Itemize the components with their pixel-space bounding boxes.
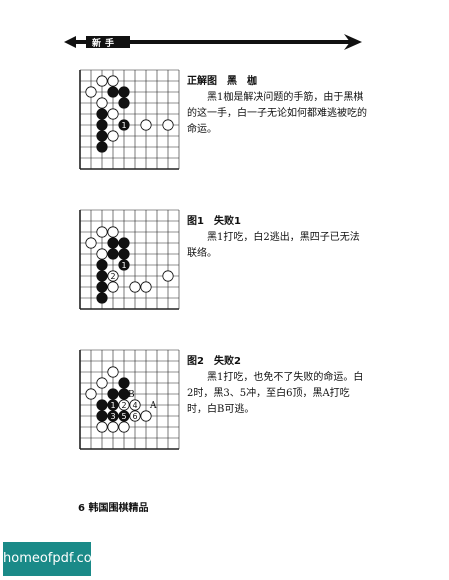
black-stone <box>96 399 108 411</box>
white-stone <box>96 421 108 433</box>
move-number: 2 <box>110 272 115 281</box>
black-stone <box>118 248 130 260</box>
white-stone <box>85 237 97 249</box>
book-title: 韩国围棋精品 <box>88 503 149 514</box>
white-stone <box>96 377 108 389</box>
board-mark-label: A <box>149 401 157 411</box>
black-stone <box>118 119 130 131</box>
black-stone <box>107 388 119 400</box>
caption-fail-2: 图2 失败2 黑1打吃，也免不了失败的命运。白2时，黑3、5冲，至白6顶，黑A打… <box>187 354 367 418</box>
move-number: 2 <box>121 401 126 410</box>
move-number: 4 <box>132 401 137 410</box>
white-stone <box>85 388 97 400</box>
black-stone <box>107 248 119 260</box>
black-stone <box>96 130 108 142</box>
black-stone <box>118 388 130 400</box>
white-stone <box>118 399 130 411</box>
black-stone <box>107 410 119 422</box>
caption-correct: 正解图 黑 枷 黑1枷是解决问题的手筋，由于黑棋的这一手，白一子无论如何都难逃被… <box>187 74 367 138</box>
board-mark-label: B <box>128 390 135 400</box>
white-stone <box>140 410 152 422</box>
white-stone <box>107 130 119 142</box>
white-stone <box>107 270 119 282</box>
move-number: 1 <box>121 121 126 130</box>
black-stone <box>118 237 130 249</box>
black-stone <box>107 237 119 249</box>
black-stone <box>96 141 108 153</box>
caption-fail-1: 图1 失败1 黑1打吃，白2逃出，黑四子已无法联络。 <box>187 214 367 262</box>
white-stone <box>107 281 119 293</box>
black-stone <box>118 86 130 98</box>
black-stone <box>96 410 108 422</box>
black-stone <box>118 97 130 109</box>
black-stone <box>96 119 108 131</box>
caption-body: 黑1打吃，白2逃出，黑四子已无法联络。 <box>187 232 360 259</box>
white-stone <box>162 270 174 282</box>
white-stone <box>107 421 119 433</box>
white-stone <box>85 86 97 98</box>
white-stone <box>107 366 119 378</box>
black-stone <box>107 86 119 98</box>
caption-title: 正解图 黑 枷 <box>187 76 257 87</box>
header-label: 新手 <box>92 39 119 49</box>
running-header: 新手 <box>64 32 362 52</box>
black-stone <box>96 270 108 282</box>
white-stone <box>107 75 119 87</box>
white-stone <box>129 399 141 411</box>
black-stone <box>118 377 130 389</box>
caption-title: 图1 失败1 <box>187 216 241 227</box>
move-number: 1 <box>110 401 115 410</box>
black-stone <box>96 259 108 271</box>
black-stone <box>96 281 108 293</box>
white-stone <box>96 248 108 260</box>
move-number: 6 <box>132 412 137 421</box>
white-stone <box>107 226 119 238</box>
caption-body: 黑1打吃，也免不了失败的命运。白2时，黑3、5冲，至白6顶，黑A打吃时，白B可逃… <box>187 372 364 415</box>
black-stone <box>118 259 130 271</box>
page-footer: 6 韩国围棋精品 <box>78 499 148 514</box>
black-stone <box>118 410 130 422</box>
black-stone <box>96 292 108 304</box>
white-stone <box>96 226 108 238</box>
white-stone <box>129 410 141 422</box>
caption-body: 黑1枷是解决问题的手筋，由于黑棋的这一手，白一子无论如何都难逃被吃的命运。 <box>187 92 367 135</box>
watermark-logo: homeofpdf.com <box>3 542 104 576</box>
move-number: 5 <box>121 412 126 421</box>
white-stone <box>129 281 141 293</box>
caption-title: 图2 失败2 <box>187 356 241 367</box>
black-stone <box>107 399 119 411</box>
arrow-header-graphic <box>64 34 362 50</box>
white-stone <box>96 75 108 87</box>
black-stone <box>96 108 108 120</box>
white-stone <box>96 97 108 109</box>
white-stone <box>140 281 152 293</box>
page-number: 6 <box>78 503 85 514</box>
move-number: 1 <box>121 261 126 270</box>
white-stone <box>162 119 174 131</box>
white-stone <box>107 108 119 120</box>
white-stone <box>140 119 152 131</box>
move-number: 3 <box>110 412 115 421</box>
go-board-correct: 1 <box>76 66 184 176</box>
white-stone <box>118 421 130 433</box>
